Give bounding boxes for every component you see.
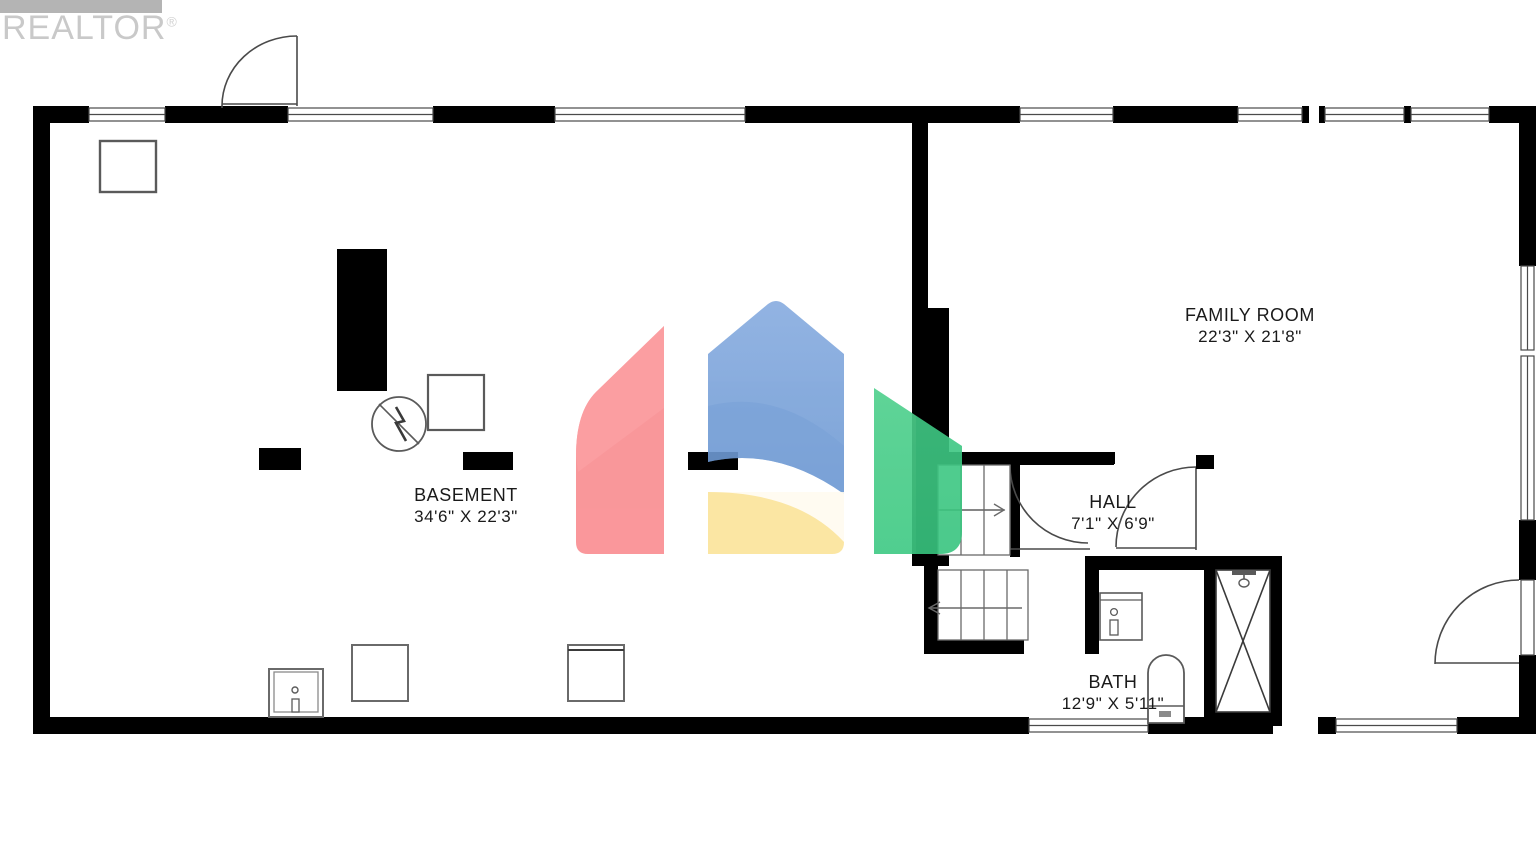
shower-head (1232, 570, 1256, 588)
window-top-4 (1019, 107, 1114, 122)
window-bottom-1 (1028, 718, 1149, 733)
window-top-2 (287, 107, 434, 122)
door-family-right (1434, 579, 1520, 665)
support-post-2 (463, 452, 513, 470)
window-top-1 (88, 107, 166, 122)
electrical-panel (371, 396, 427, 452)
wall-nib (1196, 455, 1212, 469)
windows (88, 107, 1535, 733)
laundry-sink (268, 668, 324, 718)
window-top-7 (1410, 107, 1490, 122)
stair-down (927, 569, 1029, 641)
support-column (337, 249, 387, 391)
door-exterior-top-left (221, 35, 298, 108)
bath-sink (1099, 592, 1143, 641)
dryer (567, 644, 625, 702)
window-bottom-2 (1335, 718, 1458, 733)
doors (221, 35, 1520, 665)
storage-unit (98, 139, 158, 194)
door-hall-left (1009, 464, 1090, 550)
window-top-3 (554, 107, 746, 122)
exterior-walls (33, 106, 1536, 734)
furnace (426, 373, 486, 432)
support-post-3 (688, 452, 738, 470)
washer (351, 644, 409, 702)
window-top-5 (1237, 107, 1303, 122)
stair-up (937, 464, 1011, 556)
shower-stall (1215, 569, 1271, 713)
window-right-2 (1520, 355, 1535, 521)
window-right-1 (1520, 265, 1535, 351)
support-post-1 (259, 448, 301, 470)
window-top-6 (1324, 107, 1405, 122)
interior-walls (924, 452, 1282, 726)
toilet (1147, 654, 1185, 724)
door-hall-right (1115, 466, 1197, 550)
